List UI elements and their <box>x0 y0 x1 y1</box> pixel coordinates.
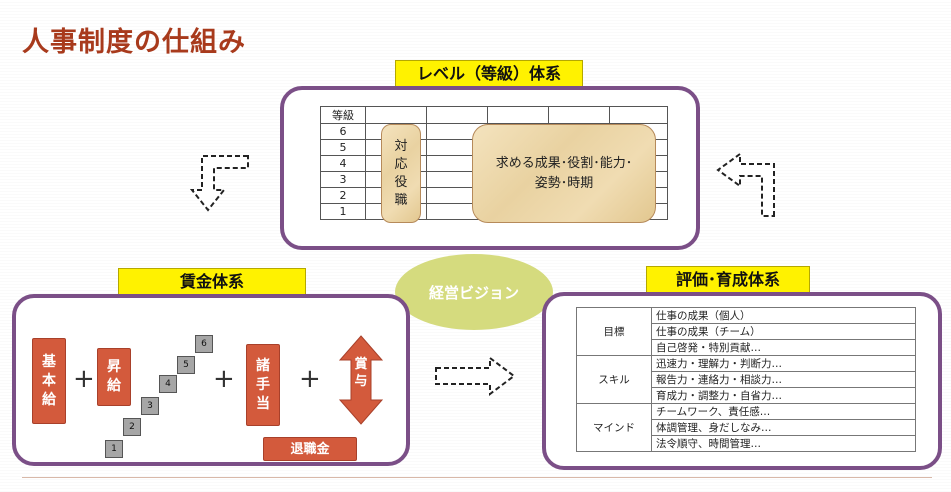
evaluation-item: 自己啓発・特別貢献… <box>651 339 916 356</box>
base-pay-char: 基 <box>42 353 56 370</box>
role-box: 対 応 役 職 <box>381 124 421 223</box>
allowance-char: 諸 <box>256 357 270 374</box>
step-6: 6 <box>195 335 213 353</box>
category-skill: スキル <box>576 355 652 404</box>
raise-char: 給 <box>107 378 121 394</box>
category-goal: 目標 <box>576 307 652 356</box>
step-1: 1 <box>105 440 123 458</box>
base-pay-block: 基 本 給 <box>32 338 66 424</box>
evaluation-system-label: 評価･育成体系 <box>646 266 810 294</box>
arrow-wage-to-eval-icon <box>435 356 516 396</box>
bonus-label: 賞 与 <box>346 356 376 390</box>
evaluation-table: 目標 仕事の成果（個人） 仕事の成果（チーム） 自己啓発・特別貢献… スキル 迅… <box>576 307 916 452</box>
evaluation-item: 仕事の成果（チーム） <box>651 323 916 340</box>
raise-block: 昇 給 <box>97 348 131 406</box>
category-mind: マインド <box>576 403 652 452</box>
bottom-divider <box>22 477 932 478</box>
evaluation-item: チームワーク、責任感… <box>651 403 916 420</box>
evaluation-item: 体調管理、身だしなみ… <box>651 419 916 436</box>
plus-sign: + <box>299 364 321 394</box>
role-char: 職 <box>394 192 408 208</box>
step-2: 2 <box>123 418 141 436</box>
arrow-level-to-wage-icon <box>189 155 249 212</box>
role-char: 応 <box>394 156 408 172</box>
evaluation-item: 育成力・調整力・自省力… <box>651 387 916 404</box>
management-vision: 経営ビジョン <box>395 254 553 330</box>
grade-cell: 5 <box>320 139 366 156</box>
step-5: 5 <box>177 356 195 374</box>
allowance-char: 当 <box>256 395 270 412</box>
evaluation-item: 迅速力・理解力・判断力… <box>651 355 916 372</box>
grade-cell: 2 <box>320 187 366 204</box>
requirements-box: 求める成果･役割･能力･ 姿勢･時期 <box>472 124 656 223</box>
evaluation-item: 仕事の成果（個人） <box>651 307 916 324</box>
evaluation-item: 報告力・連絡力・相談力… <box>651 371 916 388</box>
grade-cell: 6 <box>320 123 366 140</box>
step-3: 3 <box>141 397 159 415</box>
plus-sign: + <box>213 364 235 394</box>
base-pay-char: 給 <box>42 391 56 408</box>
step-4: 4 <box>159 375 177 393</box>
grade-cell: 1 <box>320 203 366 220</box>
level-system-label: レベル（等級）体系 <box>395 60 583 88</box>
allowance-char: 手 <box>256 376 270 393</box>
page-title: 人事制度の仕組み <box>22 27 246 58</box>
role-char: 対 <box>394 138 408 154</box>
requirements-line: 姿勢･時期 <box>534 175 594 191</box>
grade-header: 等級 <box>320 106 366 124</box>
bonus-char: 与 <box>354 374 368 389</box>
requirements-line: 求める成果･役割･能力･ <box>495 155 633 171</box>
arrow-eval-to-level-icon <box>716 152 775 217</box>
evaluation-item: 法令順守、時間管理… <box>651 435 916 452</box>
base-pay-char: 本 <box>42 372 56 389</box>
raise-char: 昇 <box>107 359 121 375</box>
plus-sign: + <box>73 364 95 394</box>
grade-cell: 4 <box>320 155 366 172</box>
role-char: 役 <box>394 174 408 190</box>
retirement-block: 退職金 <box>263 437 357 461</box>
bonus-arrow-icon <box>338 335 384 425</box>
grade-cell: 3 <box>320 171 366 188</box>
allowance-block: 諸 手 当 <box>246 344 280 426</box>
wage-system-label: 賃金体系 <box>118 268 306 296</box>
bonus-char: 賞 <box>354 357 368 372</box>
